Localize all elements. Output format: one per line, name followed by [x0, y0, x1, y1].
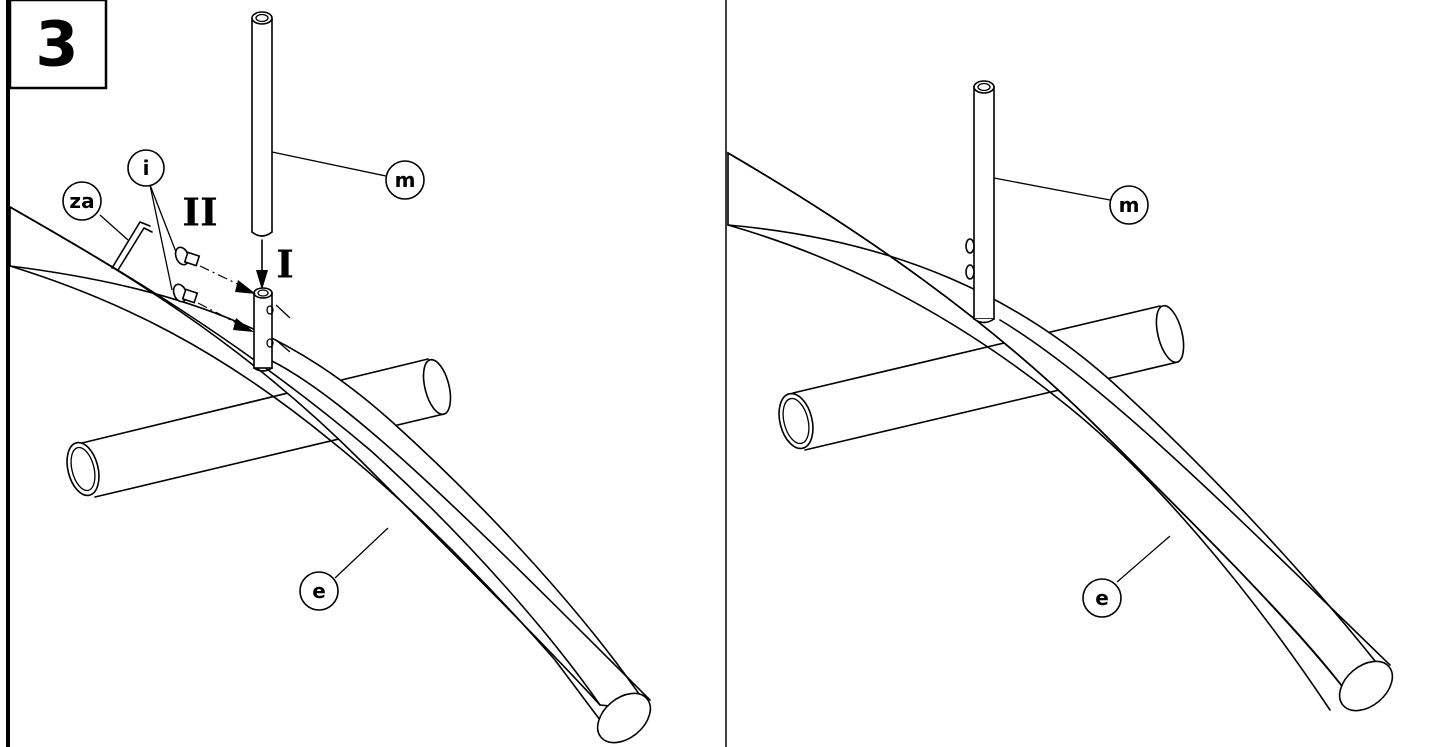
- callout-m-right-label: m: [1119, 193, 1140, 217]
- bolt-lower: [172, 283, 199, 304]
- cross-tube: [66, 358, 452, 498]
- callout-m-left-label: m: [395, 168, 416, 192]
- hex-key-za: [111, 221, 153, 271]
- step-number-box: 3: [8, 0, 108, 90]
- callout-za-label: za: [69, 189, 94, 213]
- pole-m-right: [965, 80, 995, 324]
- arrow-I: I: [256, 239, 294, 290]
- callout-m-right: m: [993, 177, 1149, 225]
- callout-m-left: m: [271, 151, 425, 200]
- left-panel: I II: [9, 11, 652, 744]
- step-number: 3: [35, 8, 78, 81]
- main-tube-e-right: [727, 151, 1394, 712]
- callout-i: i: [127, 149, 177, 291]
- pole-m-left: [251, 11, 273, 237]
- frame: [6, 0, 727, 747]
- step-mark-II: II: [182, 190, 218, 235]
- callout-za: za: [62, 181, 129, 241]
- cross-tube-right: [778, 304, 1185, 451]
- callout-e-right: e: [1082, 535, 1171, 618]
- main-tube-e: [9, 205, 652, 744]
- bolt-head-upper: [965, 238, 975, 254]
- step-mark-I: I: [276, 242, 294, 287]
- bolts-i: II: [172, 190, 291, 353]
- right-panel: m e: [727, 80, 1394, 712]
- callout-e-left-label: e: [312, 579, 326, 603]
- callout-e-right-label: e: [1095, 586, 1109, 610]
- bolt-upper: [174, 246, 201, 267]
- bolt-head-lower: [965, 264, 975, 280]
- callout-i-label: i: [143, 156, 150, 180]
- callout-e-left: e: [299, 527, 389, 611]
- socket-tube: [253, 287, 274, 372]
